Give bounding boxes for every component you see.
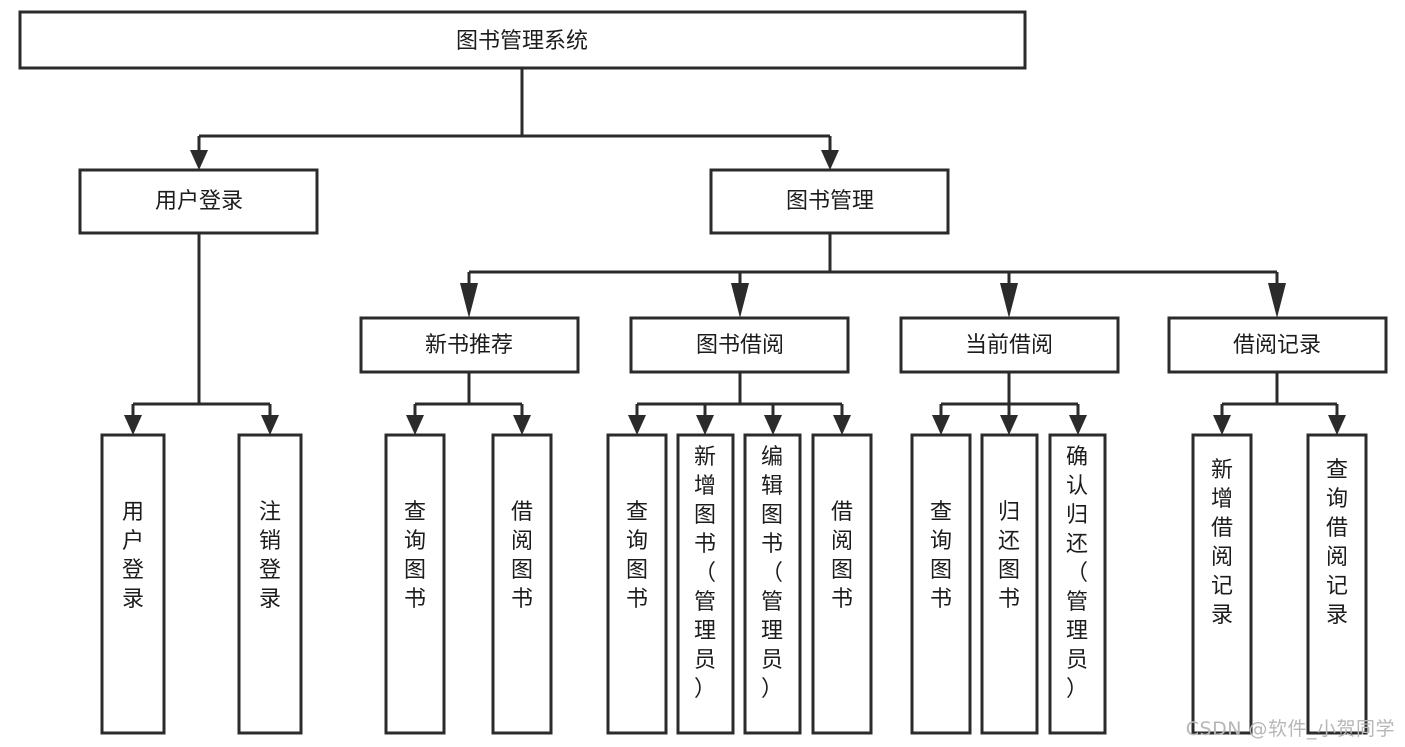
node-leaf-edit-book-label: 编辑图书（管理员） — [761, 445, 783, 702]
node-new-book-recommend-box[interactable] — [359, 316, 580, 374]
arrowhead-new-book-recommend — [460, 283, 478, 318]
node-leaf-user-login-label: 用户登录 — [122, 500, 144, 612]
node-leaf-edit-book[interactable]: 编辑图书（管理员） — [743, 433, 802, 735]
node-leaf-user-login[interactable]: 用户登录 — [100, 433, 166, 735]
node-leaf-confirm-return[interactable]: 确认归还（管理员） — [1048, 433, 1107, 735]
connector-group-borrow-record — [1213, 372, 1346, 435]
node-book-borrow-label: 图书借阅 — [696, 333, 784, 358]
node-leaf-return-book[interactable]: 归还图书 — [980, 433, 1039, 735]
node-leaf-user-logout-label: 注销登录 — [259, 500, 281, 612]
arrowhead-to-book-manage — [821, 150, 839, 170]
node-leaf-add-book[interactable]: 新增图书（管理员） — [676, 433, 735, 735]
arrowhead-leaf-add-record — [1213, 415, 1231, 435]
arrowhead-leaf-return-book — [1000, 415, 1018, 435]
arrowhead-leaf-query-book-1 — [406, 415, 424, 435]
node-root-box[interactable] — [18, 10, 1027, 70]
arrowhead-leaf-query-book-2 — [628, 415, 646, 435]
arrowhead-leaf-borrow-book-2 — [833, 415, 851, 435]
node-leaf-query-book-2-box[interactable] — [606, 433, 668, 735]
node-leaf-query-book-3-label: 查询图书 — [930, 500, 952, 612]
node-leaf-return-book-box[interactable] — [980, 433, 1039, 735]
node-leaf-borrow-book-2[interactable]: 借阅图书 — [811, 433, 873, 735]
arrowhead-leaf-user-logout — [261, 415, 279, 435]
node-leaf-query-record-box[interactable] — [1306, 433, 1368, 735]
node-book-manage[interactable]: 图书管理 — [709, 168, 950, 235]
node-leaf-add-record-label: 新增借阅记录 — [1211, 458, 1233, 628]
arrowhead-current-borrow — [1000, 283, 1018, 318]
node-leaf-query-book-2[interactable]: 查询图书 — [606, 433, 668, 735]
node-leaf-user-login-box[interactable] — [100, 433, 166, 735]
connector-group-book-manage — [460, 233, 1286, 318]
node-new-book-recommend-label: 新书推荐 — [425, 333, 513, 358]
node-leaf-query-book-3-box[interactable] — [910, 433, 972, 735]
arrowhead-leaf-user-login — [124, 415, 142, 435]
node-leaf-query-book-3[interactable]: 查询图书 — [910, 433, 972, 735]
node-leaf-query-record-label: 查询借阅记录 — [1326, 458, 1348, 628]
node-leaf-query-record[interactable]: 查询借阅记录 — [1306, 433, 1368, 735]
connector-group-user-login — [124, 233, 279, 435]
node-book-manage-label: 图书管理 — [786, 189, 874, 214]
node-leaf-query-book-1-label: 查询图书 — [404, 500, 426, 612]
arrowhead-book-borrow — [731, 283, 749, 318]
node-book-manage-box[interactable] — [709, 168, 950, 235]
node-leaf-query-book-1[interactable]: 查询图书 — [384, 433, 446, 735]
arrowhead-borrow-record — [1268, 283, 1286, 318]
node-borrow-record[interactable]: 借阅记录 — [1167, 316, 1388, 374]
node-leaf-borrow-book-1-box[interactable] — [491, 433, 553, 735]
node-leaf-add-record[interactable]: 新增借阅记录 — [1191, 433, 1253, 735]
node-leaf-confirm-return-box[interactable] — [1048, 433, 1107, 735]
node-leaf-borrow-book-2-box[interactable] — [811, 433, 873, 735]
arrowhead-leaf-edit-book — [764, 415, 782, 435]
node-leaf-borrow-book-1-label: 借阅图书 — [511, 500, 533, 612]
arrowhead-leaf-borrow-book-1 — [513, 415, 531, 435]
arrowhead-leaf-query-record — [1328, 415, 1346, 435]
node-borrow-record-box[interactable] — [1167, 316, 1388, 374]
node-borrow-record-label: 借阅记录 — [1233, 333, 1321, 358]
arrowhead-to-user-login — [190, 150, 208, 170]
node-leaf-query-book-2-label: 查询图书 — [626, 500, 648, 612]
node-leaf-user-logout[interactable]: 注销登录 — [237, 433, 303, 735]
node-leaf-add-book-label: 新增图书（管理员） — [694, 445, 716, 702]
arrowhead-leaf-confirm-return — [1069, 415, 1087, 435]
node-current-borrow[interactable]: 当前借阅 — [899, 316, 1120, 374]
connector-group-new-book-recommend — [406, 372, 531, 435]
node-book-borrow[interactable]: 图书借阅 — [629, 316, 850, 374]
node-leaf-borrow-book-1[interactable]: 借阅图书 — [491, 433, 553, 735]
arrowhead-leaf-query-book-3 — [932, 415, 950, 435]
connector-group-book-borrow — [628, 372, 851, 435]
connector-group-root — [190, 68, 839, 170]
connector-group-current-borrow — [932, 372, 1087, 435]
node-current-borrow-label: 当前借阅 — [965, 333, 1053, 358]
node-leaf-user-logout-box[interactable] — [237, 433, 303, 735]
node-root[interactable]: 图书管理系统 — [18, 10, 1027, 70]
node-user-login[interactable]: 用户登录 — [78, 168, 319, 235]
node-leaf-return-book-label: 归还图书 — [998, 500, 1020, 612]
node-leaf-borrow-book-2-label: 借阅图书 — [831, 500, 853, 612]
node-root-label: 图书管理系统 — [456, 29, 588, 54]
node-current-borrow-box[interactable] — [899, 316, 1120, 374]
node-leaf-add-record-box[interactable] — [1191, 433, 1253, 735]
node-leaf-add-book-box[interactable] — [676, 433, 735, 735]
node-user-login-label: 用户登录 — [155, 189, 243, 214]
node-new-book-recommend[interactable]: 新书推荐 — [359, 316, 580, 374]
node-leaf-confirm-return-label: 确认归还（管理员） — [1066, 445, 1088, 702]
node-book-borrow-box[interactable] — [629, 316, 850, 374]
arrowhead-leaf-add-book — [696, 415, 714, 435]
node-leaf-query-book-1-box[interactable] — [384, 433, 446, 735]
node-user-login-box[interactable] — [78, 168, 319, 235]
node-leaf-edit-book-box[interactable] — [743, 433, 802, 735]
